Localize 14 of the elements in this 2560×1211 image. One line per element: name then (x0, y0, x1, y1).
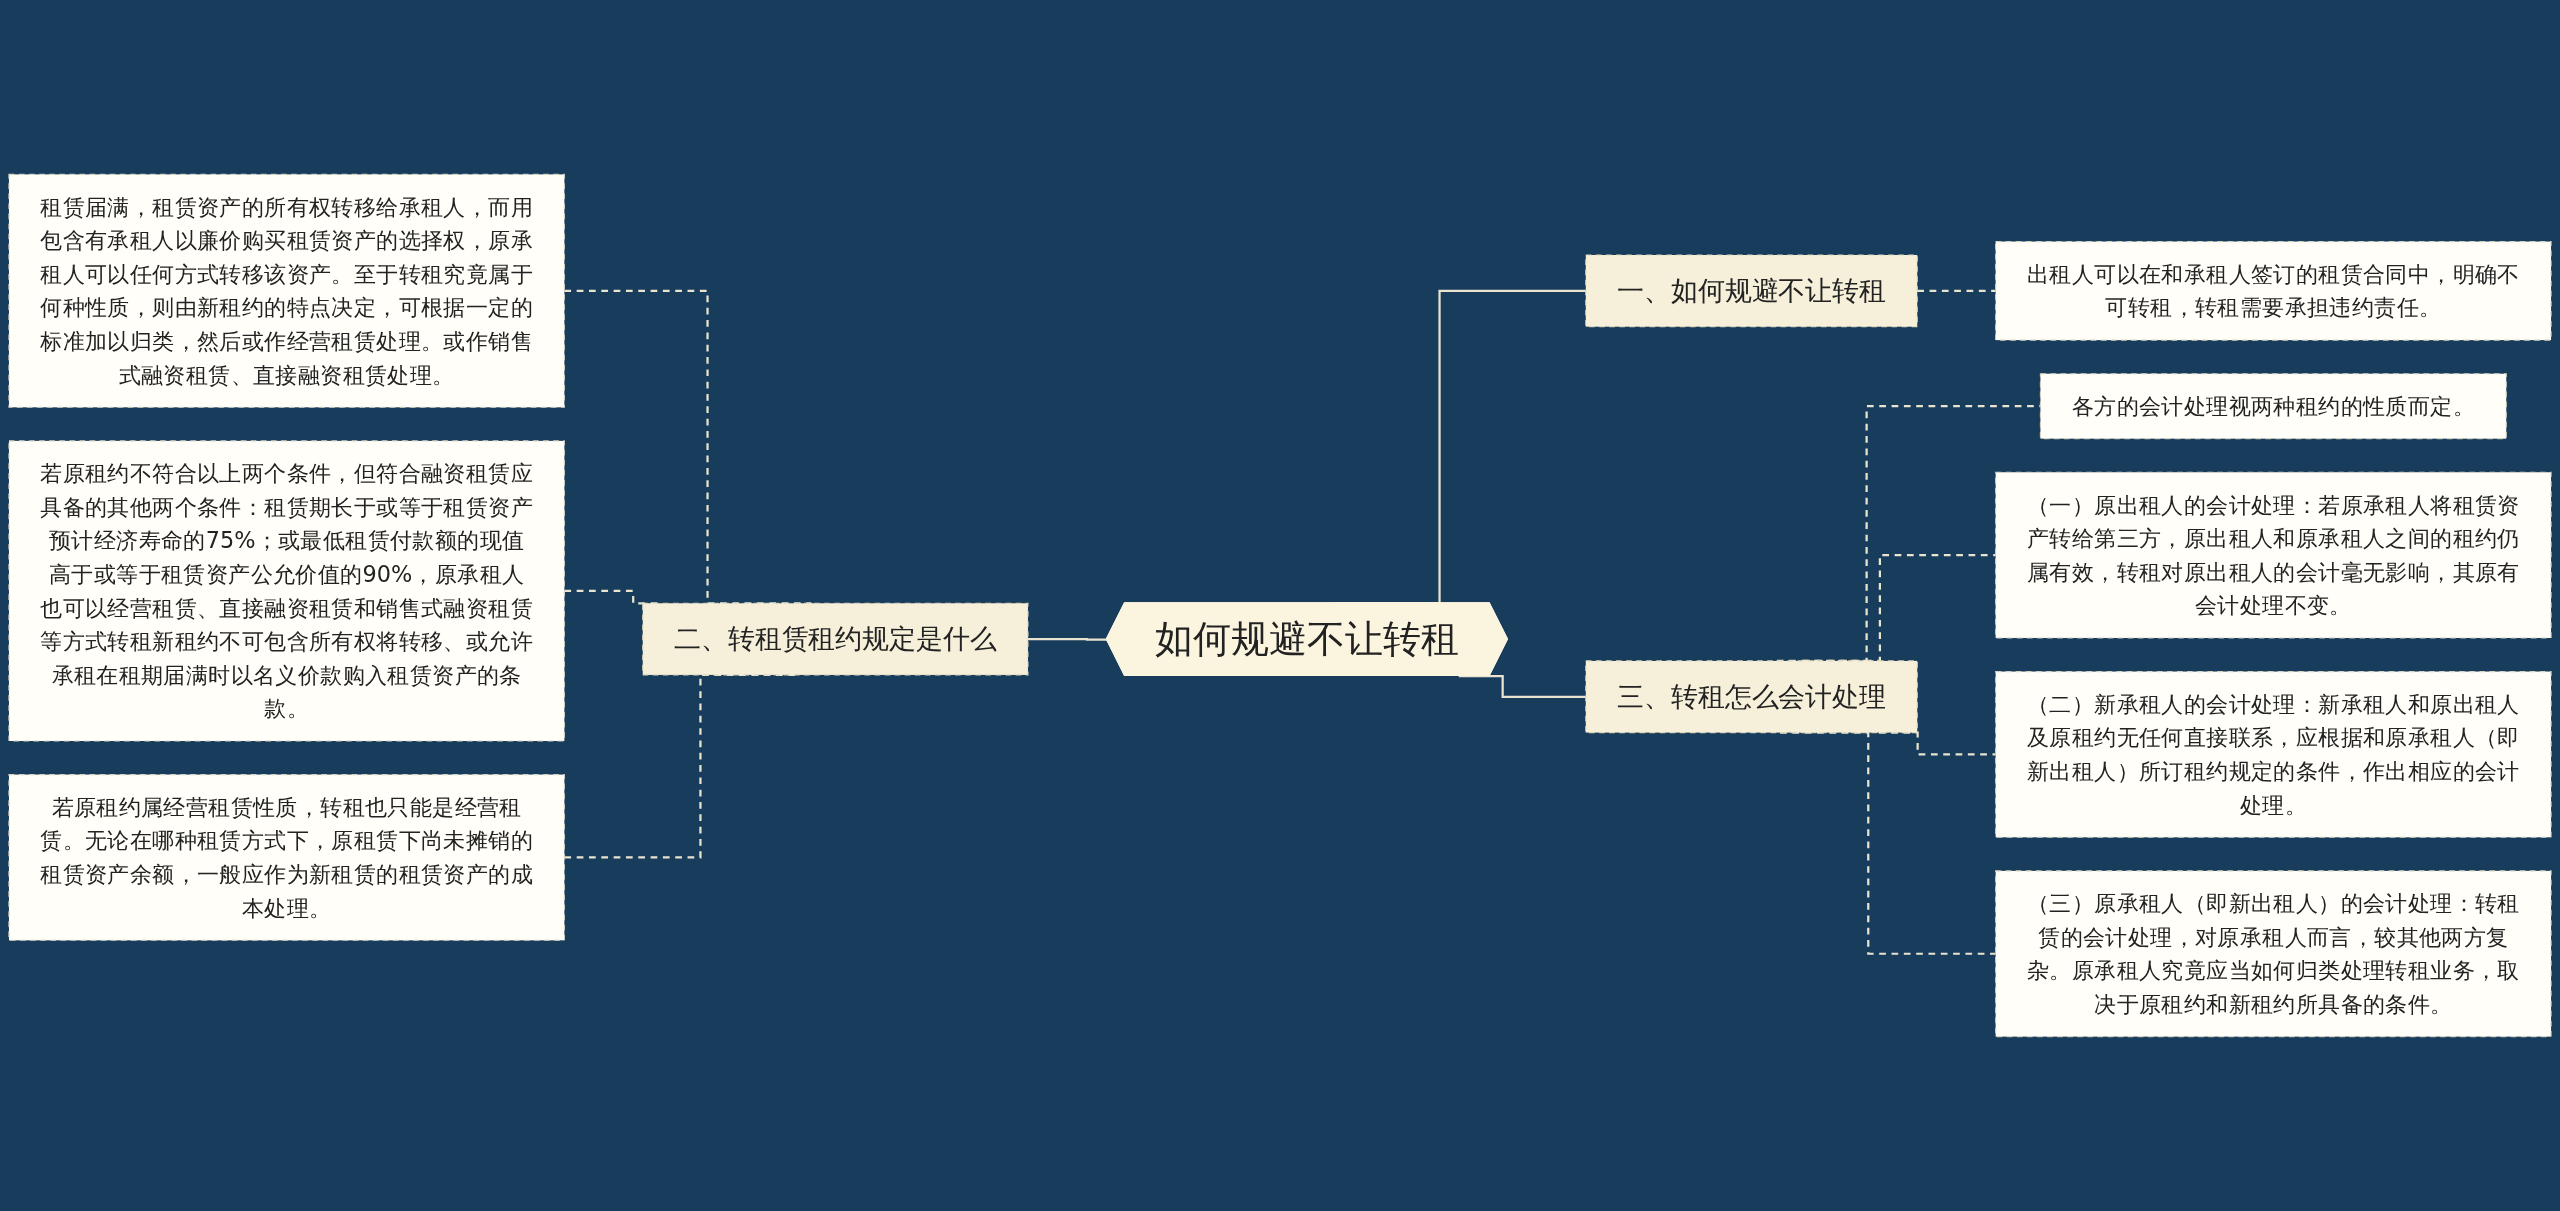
connector (1027, 637, 1107, 641)
node-box: 三、转租怎么会计处理 (1585, 660, 1918, 734)
node-box: 二、转租赁租约规定是什么 (642, 602, 1029, 676)
connector (1917, 289, 1996, 292)
node-box: （一）原出租人的会计处理：若原承租人将租赁资产转给第三方，原出租人和原承租人之间的租约仍属有效，转租对原出租人的会计毫无影响，其原有会计处理不变。 (1995, 471, 2552, 639)
connector (1458, 674, 1586, 698)
node-box: 出租人可以在和承租人签订的租赁合同中，明确不可转租，转租需要承担违约责任。 (1995, 241, 2552, 341)
node-box: （三）原承租人（即新出租人）的会计处理：转租赁的会计处理，对原承租人而言，较其他两方复杂。原承租人究竟应当如何归类处理转租业务，取决于原租约和新租约所具备的条件。 (1995, 870, 2552, 1038)
node-box: 若原租约属经营租赁性质，转租也只能是经营租赁。无论在哪种租赁方式下，原租赁下尚未摊销的租赁资产余额，一般应作为新租赁的租赁资产的成本处理。 (8, 774, 565, 941)
node-box: 租赁届满，租赁资产的所有权转移给承租人，而用包含有承租人以廉价购买租赁资产的选择权，原承租人可以任何方式转移该资产。至于转租究竟属于何种性质，则由新租约的特点决定，可根据一定的标准加以归类，然后或作经营租赁处理。或作销售式融资租赁、直接融资租赁处理。 (8, 173, 565, 408)
node-box: 一、如何规避不让转租 (1585, 254, 1918, 328)
node-box: 若原租约不符合以上两个条件，但符合融资租赁应具备的其他两个条件：租赁期长于或等于租赁资产预计经济寿命的75%；或最低租赁付款额的现值高于或等于租赁资产公允价值的90%，原承租人也可以经营租赁、直接融资租赁和销售式融资租赁等方式转租新租约不可包含所有权将转移、或允许承租在租期届满时以名义价款购入租赁资产的条款。 (8, 440, 565, 742)
node-box: （二）新承租人的会计处理：新承租人和原出租人及原租约无任何直接联系，应根据和原承租人（即新出租人）所订租约规定的条件，作出相应的会计处理。 (1995, 671, 2552, 838)
node-box: 各方的会计处理视两种租约的性质而定。 (2039, 373, 2507, 440)
